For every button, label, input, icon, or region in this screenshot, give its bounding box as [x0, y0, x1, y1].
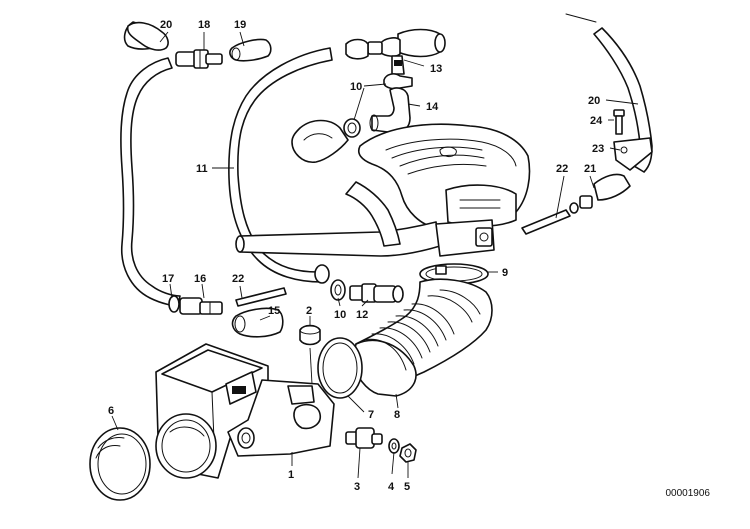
intake-boot-8[interactable] — [351, 278, 493, 397]
hose-19[interactable] — [229, 38, 272, 62]
seal-ring-6[interactable] — [89, 427, 151, 501]
callout-7[interactable]: 7 — [368, 409, 374, 421]
callout-17[interactable]: 17 — [162, 273, 174, 285]
callout-11[interactable]: 11 — [196, 163, 208, 175]
valve-13[interactable] — [345, 28, 446, 75]
callout-10b[interactable]: 10 — [334, 309, 346, 321]
air-flow-meter-1[interactable] — [155, 343, 335, 479]
throttle-neck — [435, 219, 495, 257]
callout-13[interactable]: 13 — [430, 63, 442, 75]
intake-runner — [235, 181, 441, 257]
callout-20b[interactable]: 20 — [588, 95, 600, 107]
callout-23[interactable]: 23 — [592, 143, 604, 155]
callout-20a[interactable]: 20 — [160, 19, 172, 31]
intake-plenum — [291, 119, 531, 229]
hose-20-top[interactable] — [126, 21, 169, 51]
callout-15[interactable]: 15 — [268, 305, 280, 317]
callout-5[interactable]: 5 — [404, 481, 410, 493]
clamp-10-top[interactable] — [343, 73, 413, 138]
callout-6[interactable]: 6 — [108, 405, 114, 417]
vent-tube-22-left[interactable] — [235, 287, 287, 307]
callout-3[interactable]: 3 — [354, 481, 360, 493]
callouts: 20 18 19 13 10 14 11 20 24 23 22 21 9 17… — [108, 19, 604, 493]
callout-8[interactable]: 8 — [394, 409, 400, 421]
callout-16[interactable]: 16 — [194, 273, 206, 285]
callout-18[interactable]: 18 — [198, 19, 210, 31]
callout-19[interactable]: 19 — [234, 19, 246, 31]
hose-11-end[interactable] — [314, 264, 330, 284]
callout-9[interactable]: 9 — [502, 267, 508, 279]
clip-17[interactable] — [168, 295, 180, 313]
callout-21[interactable]: 21 — [584, 163, 596, 175]
hose-15[interactable] — [231, 307, 284, 338]
connector-16[interactable] — [179, 297, 223, 315]
leader-lines — [111, 31, 639, 479]
callout-4[interactable]: 4 — [388, 481, 395, 493]
callout-22a[interactable]: 22 — [556, 163, 568, 175]
callout-10a[interactable]: 10 — [350, 81, 362, 93]
callout-24[interactable]: 24 — [590, 115, 603, 127]
gasket-2[interactable] — [299, 324, 321, 346]
callout-2[interactable]: 2 — [306, 305, 312, 317]
hose-20-left[interactable] — [120, 21, 181, 307]
connector-18[interactable] — [175, 49, 223, 69]
connector-21[interactable] — [569, 173, 631, 214]
sensor-3[interactable] — [345, 427, 383, 449]
bolt-24[interactable] — [613, 109, 625, 135]
clamp-10-lower[interactable] — [330, 279, 346, 301]
elbow-14[interactable] — [369, 87, 411, 134]
callout-14[interactable]: 14 — [426, 101, 439, 113]
vent-tube-22-right[interactable] — [521, 209, 571, 235]
callout-12[interactable]: 12 — [356, 309, 368, 321]
callout-1[interactable]: 1 — [288, 469, 294, 481]
callout-22b[interactable]: 22 — [232, 273, 244, 285]
clamp-7[interactable] — [317, 337, 363, 399]
bracket-23[interactable] — [613, 137, 653, 171]
diagram-reference-number: 00001906 — [665, 488, 711, 499]
nut-5[interactable] — [399, 443, 417, 463]
connector-12[interactable] — [349, 283, 404, 303]
washer-4[interactable] — [388, 438, 400, 454]
